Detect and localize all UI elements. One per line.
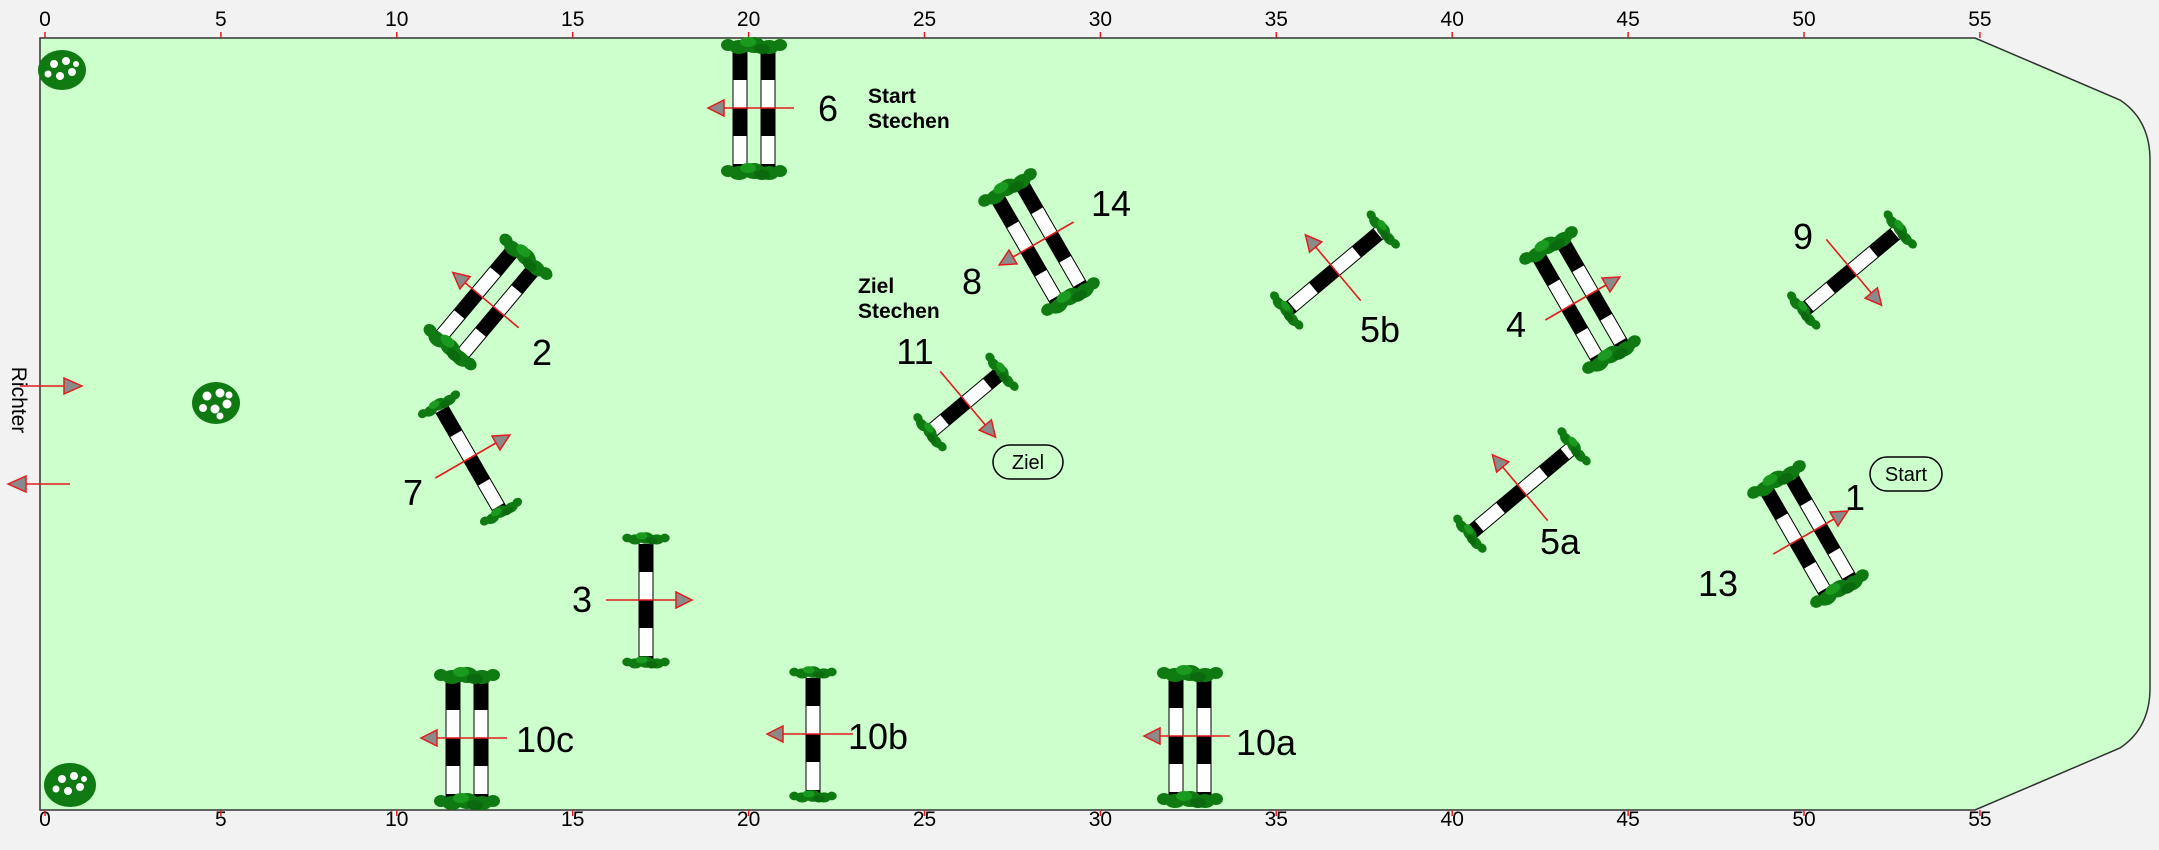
obstacle-10c	[419, 667, 507, 810]
axis-tick-label: 5	[215, 808, 227, 831]
axis-tick-label: 20	[737, 808, 760, 831]
direction-arrow-icon	[1772, 510, 1850, 555]
axis-tick-label: 35	[1265, 808, 1288, 831]
axis-tick-label: 50	[1792, 8, 1815, 31]
axis-tick-label: 15	[561, 808, 584, 831]
obstacle-4	[1515, 222, 1645, 379]
axis-tick-label: 45	[1616, 808, 1639, 831]
axis-tick-label: 25	[913, 808, 936, 831]
obstacle-5a	[1449, 424, 1594, 557]
axis-tick-label: 15	[561, 8, 584, 31]
axis-tick-label: 55	[1968, 8, 1991, 31]
axis-tick-label: 5	[215, 8, 227, 31]
direction-arrow-icon	[997, 221, 1075, 266]
axis-tick-label: 10	[385, 808, 408, 831]
svg-text:Ziel: Ziel	[858, 275, 894, 298]
direction-arrow-icon	[1491, 453, 1549, 522]
svg-text:Stechen: Stechen	[858, 300, 940, 323]
axis-tick-label: 30	[1089, 808, 1112, 831]
finish-marker: Ziel	[992, 444, 1064, 480]
judge-label: Richter	[7, 367, 30, 434]
axis-tick-label: 50	[1792, 808, 1815, 831]
corner-flower-top-left-icon	[38, 50, 86, 90]
arena-floor	[39, 37, 2151, 811]
obstacle-7	[415, 387, 525, 530]
obstacle-8	[974, 164, 1104, 321]
direction-arrow-icon	[1304, 233, 1362, 302]
axis-tick-label: 45	[1616, 8, 1639, 31]
svg-text:Ziel: Ziel	[1012, 452, 1044, 474]
start-marker: Start	[1869, 456, 1943, 492]
obstacle-label: 6	[818, 88, 838, 129]
axis-tick-label: 30	[1089, 8, 1112, 31]
axis-tick-label: 20	[737, 8, 760, 31]
axis-tick-label: 10	[385, 8, 408, 31]
axis-tick-label: 0	[39, 808, 51, 831]
direction-arrow-icon	[1544, 276, 1622, 321]
direction-arrow-icon	[939, 370, 997, 439]
obstacle-label: 10b	[848, 716, 908, 757]
obstacle-label: 10a	[1236, 722, 1297, 763]
obstacle-10a	[1142, 665, 1230, 808]
axis-tick-label: 40	[1441, 8, 1464, 31]
direction-arrow-icon	[1825, 238, 1883, 307]
obstacle-11	[909, 349, 1022, 455]
start-jumpoff-note: Start Stechen	[868, 85, 950, 133]
axis-top: 0 5 10 15 20 25 30 35 40 45 50 55	[39, 8, 1992, 38]
obstacle-1	[1743, 456, 1873, 613]
obstacle-label: 2	[532, 332, 552, 373]
flower-decoration-icon	[192, 382, 240, 424]
direction-arrow-icon	[706, 98, 794, 118]
obstacle-9	[1783, 207, 1920, 333]
svg-text:Start: Start	[1885, 464, 1928, 486]
direction-arrow-icon	[451, 271, 520, 329]
obstacles: 1 2 3 4 5a 5b 6 7 8 9 10a 10b 10c 11 13 14	[403, 37, 1920, 810]
obstacle-label: 9	[1793, 216, 1813, 257]
direction-arrow-icon	[606, 590, 694, 610]
svg-text:Stechen: Stechen	[868, 110, 950, 133]
obstacle-label: 14	[1091, 183, 1131, 224]
direction-arrow-icon	[419, 728, 507, 748]
axis-bottom: 0 5 10 15 20 25 30 35 40 45 50 55	[39, 808, 1991, 831]
obstacle-label: 10c	[516, 719, 574, 760]
axis-tick-label: 35	[1265, 8, 1288, 31]
obstacle-label: 3	[572, 579, 592, 620]
obstacle-label: 7	[403, 472, 423, 513]
direction-arrow-icon	[434, 434, 512, 479]
obstacle-2	[419, 229, 557, 376]
direction-arrow-icon	[1142, 726, 1230, 746]
direction-arrow-icon	[765, 724, 853, 744]
obstacle-label: 13	[1698, 563, 1738, 604]
axis-tick-label: 0	[39, 8, 51, 31]
obstacle-label: 5b	[1360, 309, 1400, 350]
svg-text:Start: Start	[868, 85, 916, 108]
axis-tick-label: 25	[913, 8, 936, 31]
obstacle-10b	[765, 666, 853, 803]
obstacle-label: 4	[1506, 304, 1526, 345]
obstacle-label: 5a	[1540, 521, 1581, 562]
corner-flower-bottom-left-icon	[44, 763, 96, 807]
axis-tick-label: 40	[1441, 808, 1464, 831]
obstacle-5b	[1266, 207, 1403, 333]
finish-jumpoff-note: Ziel Stechen	[858, 275, 940, 323]
judge-arrows-icon	[6, 376, 84, 494]
axis-tick-label: 55	[1968, 808, 1991, 831]
obstacle-6	[706, 37, 794, 180]
obstacle-label: 8	[962, 261, 982, 302]
obstacle-label: 1	[1845, 477, 1865, 518]
obstacle-label: 11	[896, 331, 933, 372]
obstacle-3	[606, 532, 694, 669]
